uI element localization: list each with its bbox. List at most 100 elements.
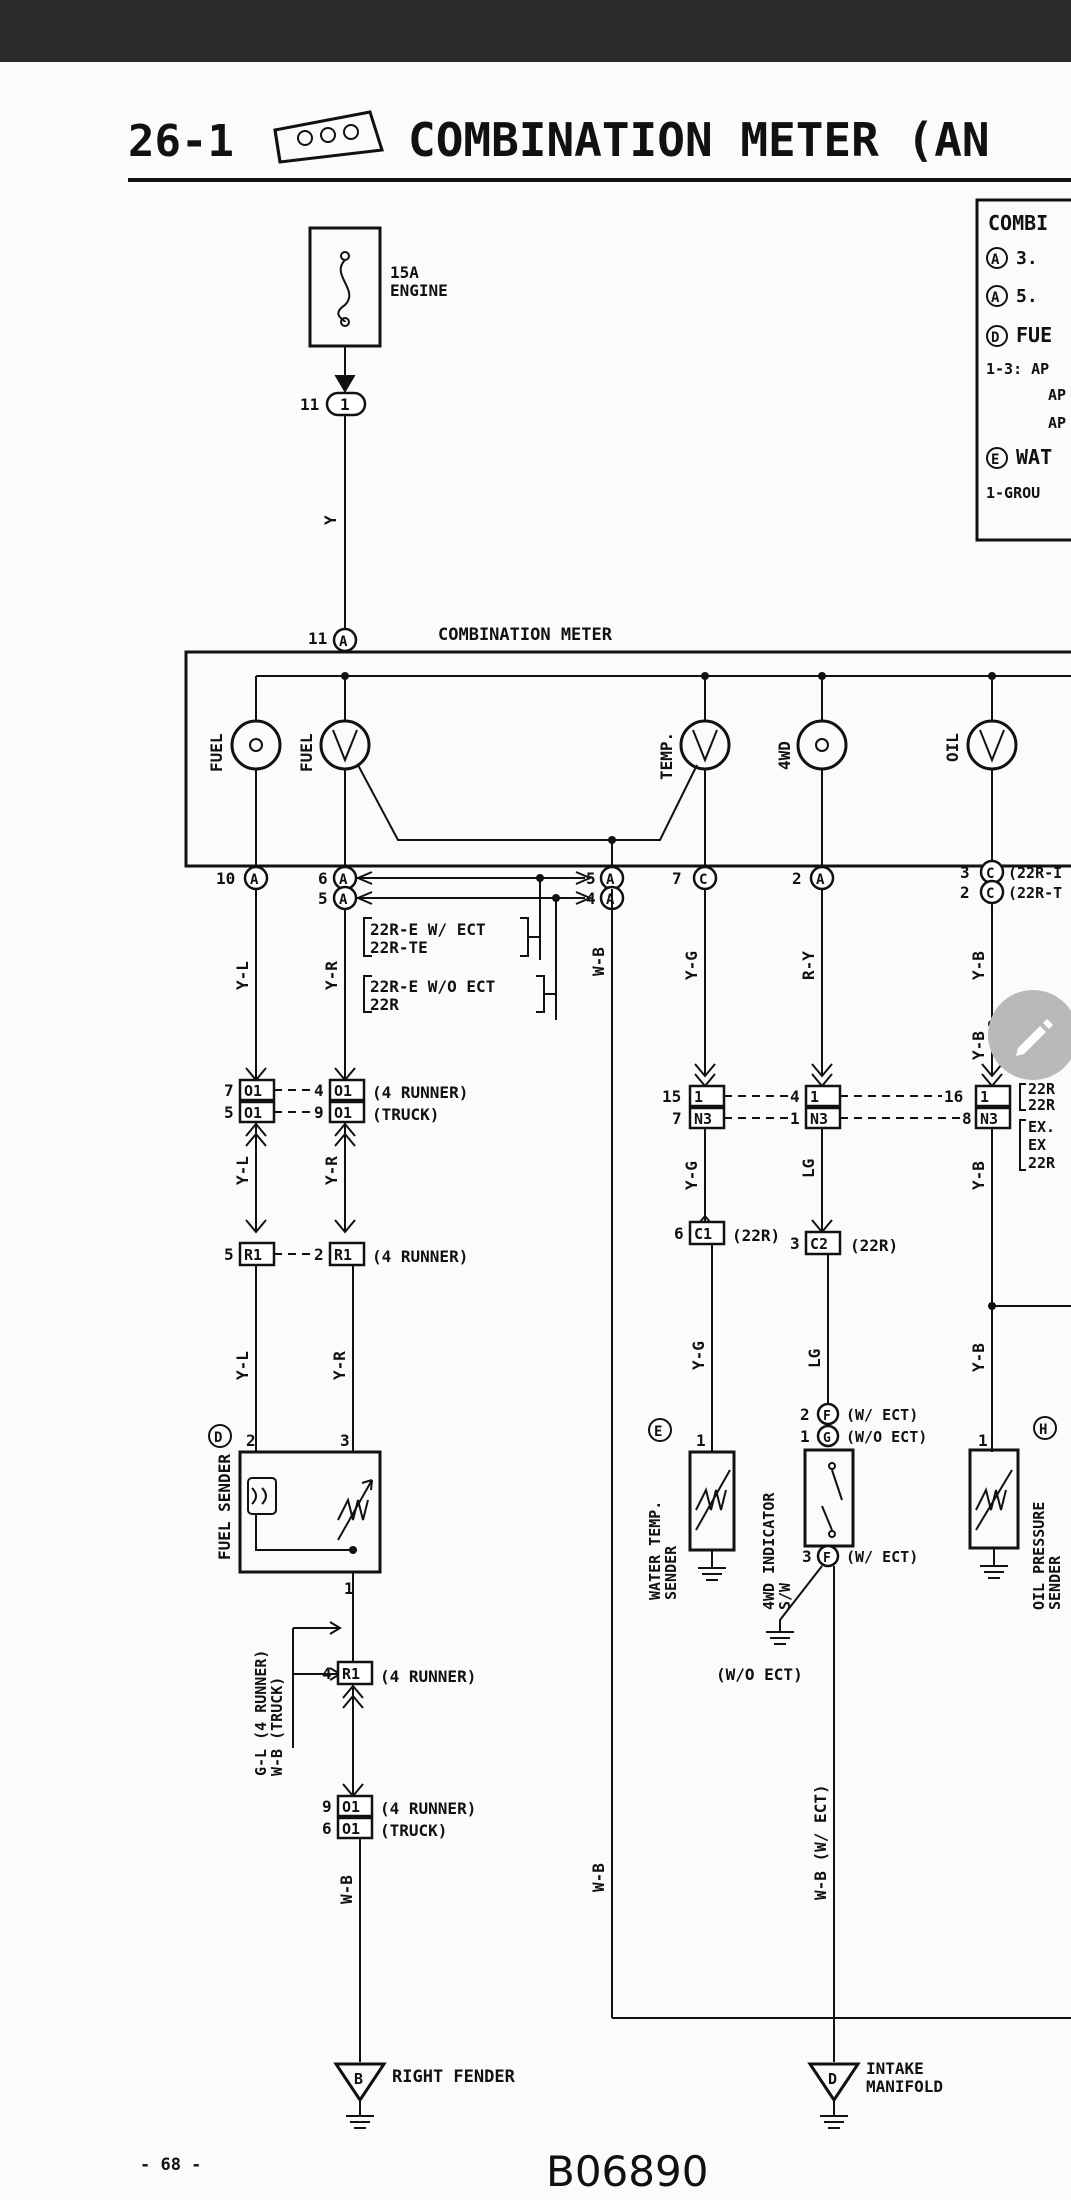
- svg-text:5.: 5.: [1016, 286, 1038, 307]
- svg-text:A: A: [339, 872, 348, 888]
- svg-text:AP: AP: [1048, 386, 1066, 404]
- svg-text:1-GROU: 1-GROU: [986, 484, 1040, 502]
- svg-text:WAT: WAT: [1016, 445, 1052, 469]
- svg-text:FUEL: FUEL: [207, 733, 226, 772]
- svg-text:5: 5: [224, 1245, 234, 1264]
- svg-text:(22R-I: (22R-I: [1008, 864, 1062, 882]
- oil-gauge: OIL: [943, 676, 1018, 870]
- svg-text:(TRUCK): (TRUCK): [372, 1105, 439, 1124]
- 4wd-indicator-lamp: 4WD: [775, 676, 848, 870]
- svg-text:R1: R1: [334, 1246, 352, 1264]
- svg-text:O1: O1: [334, 1082, 352, 1100]
- svg-text:5: 5: [586, 869, 596, 888]
- ground-right-fender: B RIGHT FENDER: [333, 2062, 516, 2129]
- svg-text:R1: R1: [244, 1246, 262, 1264]
- svg-text:5: 5: [318, 889, 328, 908]
- svg-text:E: E: [991, 452, 999, 468]
- svg-text:O1: O1: [244, 1082, 262, 1100]
- svg-text:D: D: [214, 1430, 222, 1446]
- svg-text:TEMP.: TEMP.: [657, 732, 676, 780]
- pencil-icon: [1016, 1019, 1053, 1056]
- svg-text:16: 16: [944, 1087, 963, 1106]
- svg-text:EX.: EX.: [1028, 1118, 1055, 1136]
- svg-text:1: 1: [810, 1088, 819, 1106]
- fuse-15a-engine: 15A ENGINE: [308, 226, 448, 348]
- svg-text:3: 3: [802, 1547, 812, 1566]
- svg-text:3: 3: [340, 1431, 350, 1450]
- svg-text:Y-L: Y-L: [233, 961, 252, 990]
- svg-text:(W/ ECT): (W/ ECT): [846, 1548, 918, 1566]
- svg-text:3: 3: [790, 1234, 800, 1253]
- svg-text:INTAKE: INTAKE: [866, 2059, 924, 2078]
- svg-text:W-B: W-B: [337, 1875, 356, 1904]
- svg-text:2: 2: [314, 1245, 324, 1264]
- svg-text:W-B: W-B: [589, 947, 608, 976]
- svg-text:C: C: [986, 886, 994, 902]
- svg-text:22R: 22R: [370, 995, 399, 1014]
- svg-text:11: 11: [308, 629, 327, 648]
- temp-gauge: TEMP.: [657, 676, 731, 870]
- svg-text:(4 RUNNER): (4 RUNNER): [372, 1083, 468, 1102]
- svg-text:A: A: [250, 872, 259, 888]
- svg-text:5: 5: [224, 1103, 234, 1122]
- top-bar: [0, 0, 1071, 62]
- svg-text:A: A: [339, 892, 348, 908]
- svg-text:22R-E W/ ECT: 22R-E W/ ECT: [370, 920, 486, 939]
- svg-text:Y-L: Y-L: [233, 1351, 252, 1380]
- svg-text:7: 7: [672, 869, 682, 888]
- combination-meter-box: [184, 650, 1071, 868]
- svg-text:MANIFOLD: MANIFOLD: [866, 2077, 943, 2096]
- svg-text:C: C: [699, 872, 707, 888]
- svg-text:AP: AP: [1048, 414, 1066, 432]
- svg-text:4: 4: [314, 1081, 324, 1100]
- svg-text:2: 2: [246, 1431, 256, 1450]
- 4wd-indicator-switch: 2 F (W/ ECT) 1 G (W/O ECT) 4WD INDICATOR…: [760, 1402, 927, 1610]
- svg-text:EX: EX: [1028, 1136, 1046, 1154]
- svg-text:G-L (4 RUNNER): G-L (4 RUNNER): [252, 1650, 270, 1776]
- combination-meter-label: COMBINATION METER: [438, 625, 613, 645]
- svg-text:SENDER: SENDER: [662, 1545, 680, 1600]
- svg-text:A: A: [816, 872, 825, 888]
- svg-text:Y-L: Y-L: [233, 1156, 252, 1185]
- svg-text:H: H: [1039, 1422, 1047, 1438]
- svg-text:(TRUCK): (TRUCK): [380, 1821, 447, 1840]
- handwritten-code: B06890: [546, 2147, 708, 2196]
- svg-text:4WD INDICATOR: 4WD INDICATOR: [760, 1492, 778, 1610]
- fuse-name: ENGINE: [390, 281, 448, 300]
- svg-text:2: 2: [800, 1405, 810, 1424]
- svg-text:G: G: [823, 1431, 831, 1446]
- svg-text:2: 2: [792, 869, 802, 888]
- svg-text:S/W: S/W: [776, 1582, 794, 1610]
- svg-text:9: 9: [314, 1103, 324, 1122]
- meter-icon: [273, 110, 384, 164]
- svg-text:O1: O1: [244, 1104, 262, 1122]
- svg-text:A: A: [991, 290, 1000, 306]
- svg-text:Y-R: Y-R: [322, 1156, 341, 1185]
- svg-text:R1: R1: [342, 1665, 360, 1683]
- svg-text:(4 RUNNER): (4 RUNNER): [380, 1799, 476, 1818]
- fuel-sender: D 2 3 FUEL SENDER 1: [208, 1424, 382, 1598]
- svg-text:22R: 22R: [1028, 1096, 1056, 1114]
- svg-text:A: A: [606, 892, 615, 908]
- svg-text:(W/O ECT): (W/O ECT): [846, 1428, 927, 1446]
- svg-text:4: 4: [790, 1087, 800, 1106]
- svg-text:(22R): (22R): [850, 1236, 898, 1255]
- wire-label: Y: [321, 515, 340, 525]
- svg-text:1: 1: [696, 1431, 706, 1450]
- svg-text:O1: O1: [342, 1798, 360, 1816]
- svg-text:FUEL SENDER: FUEL SENDER: [215, 1454, 234, 1560]
- svg-text:LG: LG: [805, 1349, 824, 1368]
- svg-text:C1: C1: [694, 1225, 712, 1243]
- svg-text:3: 3: [960, 863, 970, 882]
- page-title: COMBINATION METER (AN: [408, 113, 990, 167]
- svg-text:E: E: [654, 1424, 662, 1440]
- svg-text:O1: O1: [342, 1820, 360, 1838]
- svg-text:22R: 22R: [1028, 1154, 1056, 1172]
- fuel-warning-gauge: FUEL: [207, 676, 282, 870]
- svg-text:B: B: [354, 2070, 363, 2088]
- svg-text:(4 RUNNER): (4 RUNNER): [380, 1667, 476, 1686]
- svg-text:F: F: [823, 1551, 831, 1566]
- edit-button[interactable]: [988, 990, 1071, 1080]
- svg-text:Y-G: Y-G: [682, 1161, 701, 1190]
- svg-text:LG: LG: [799, 1159, 818, 1178]
